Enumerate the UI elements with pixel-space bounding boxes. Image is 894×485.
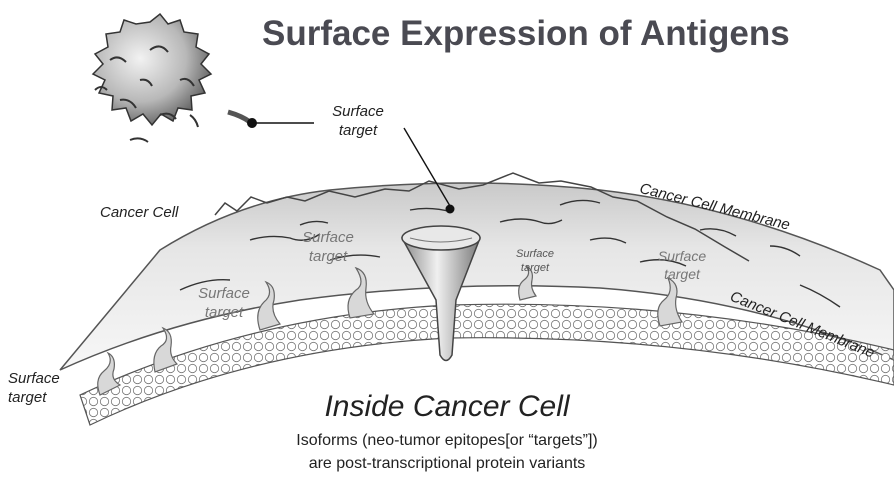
cancer-cell-sphere: [93, 14, 250, 142]
label-cancer-cell: Cancer Cell: [100, 204, 178, 223]
label-surface-target-top: Surface target: [318, 103, 398, 141]
label-surface-target-b: Surface target: [186, 285, 262, 323]
label-surface-target-c: Surface target: [504, 248, 566, 276]
inside-heading: Inside Cancer Cell: [0, 390, 894, 424]
label-surface-target-d: Surface target: [646, 248, 718, 283]
page-title: Surface Expression of Antigens: [262, 14, 882, 54]
pointer-dot-top: [446, 205, 455, 214]
inside-caption-line2: are post-transcriptional protein variant…: [0, 455, 894, 473]
label-surface-target-a: Surface target: [292, 229, 364, 267]
inside-caption-line1: Isoforms (neo-tumor epitopes[or “targets…: [0, 432, 894, 450]
